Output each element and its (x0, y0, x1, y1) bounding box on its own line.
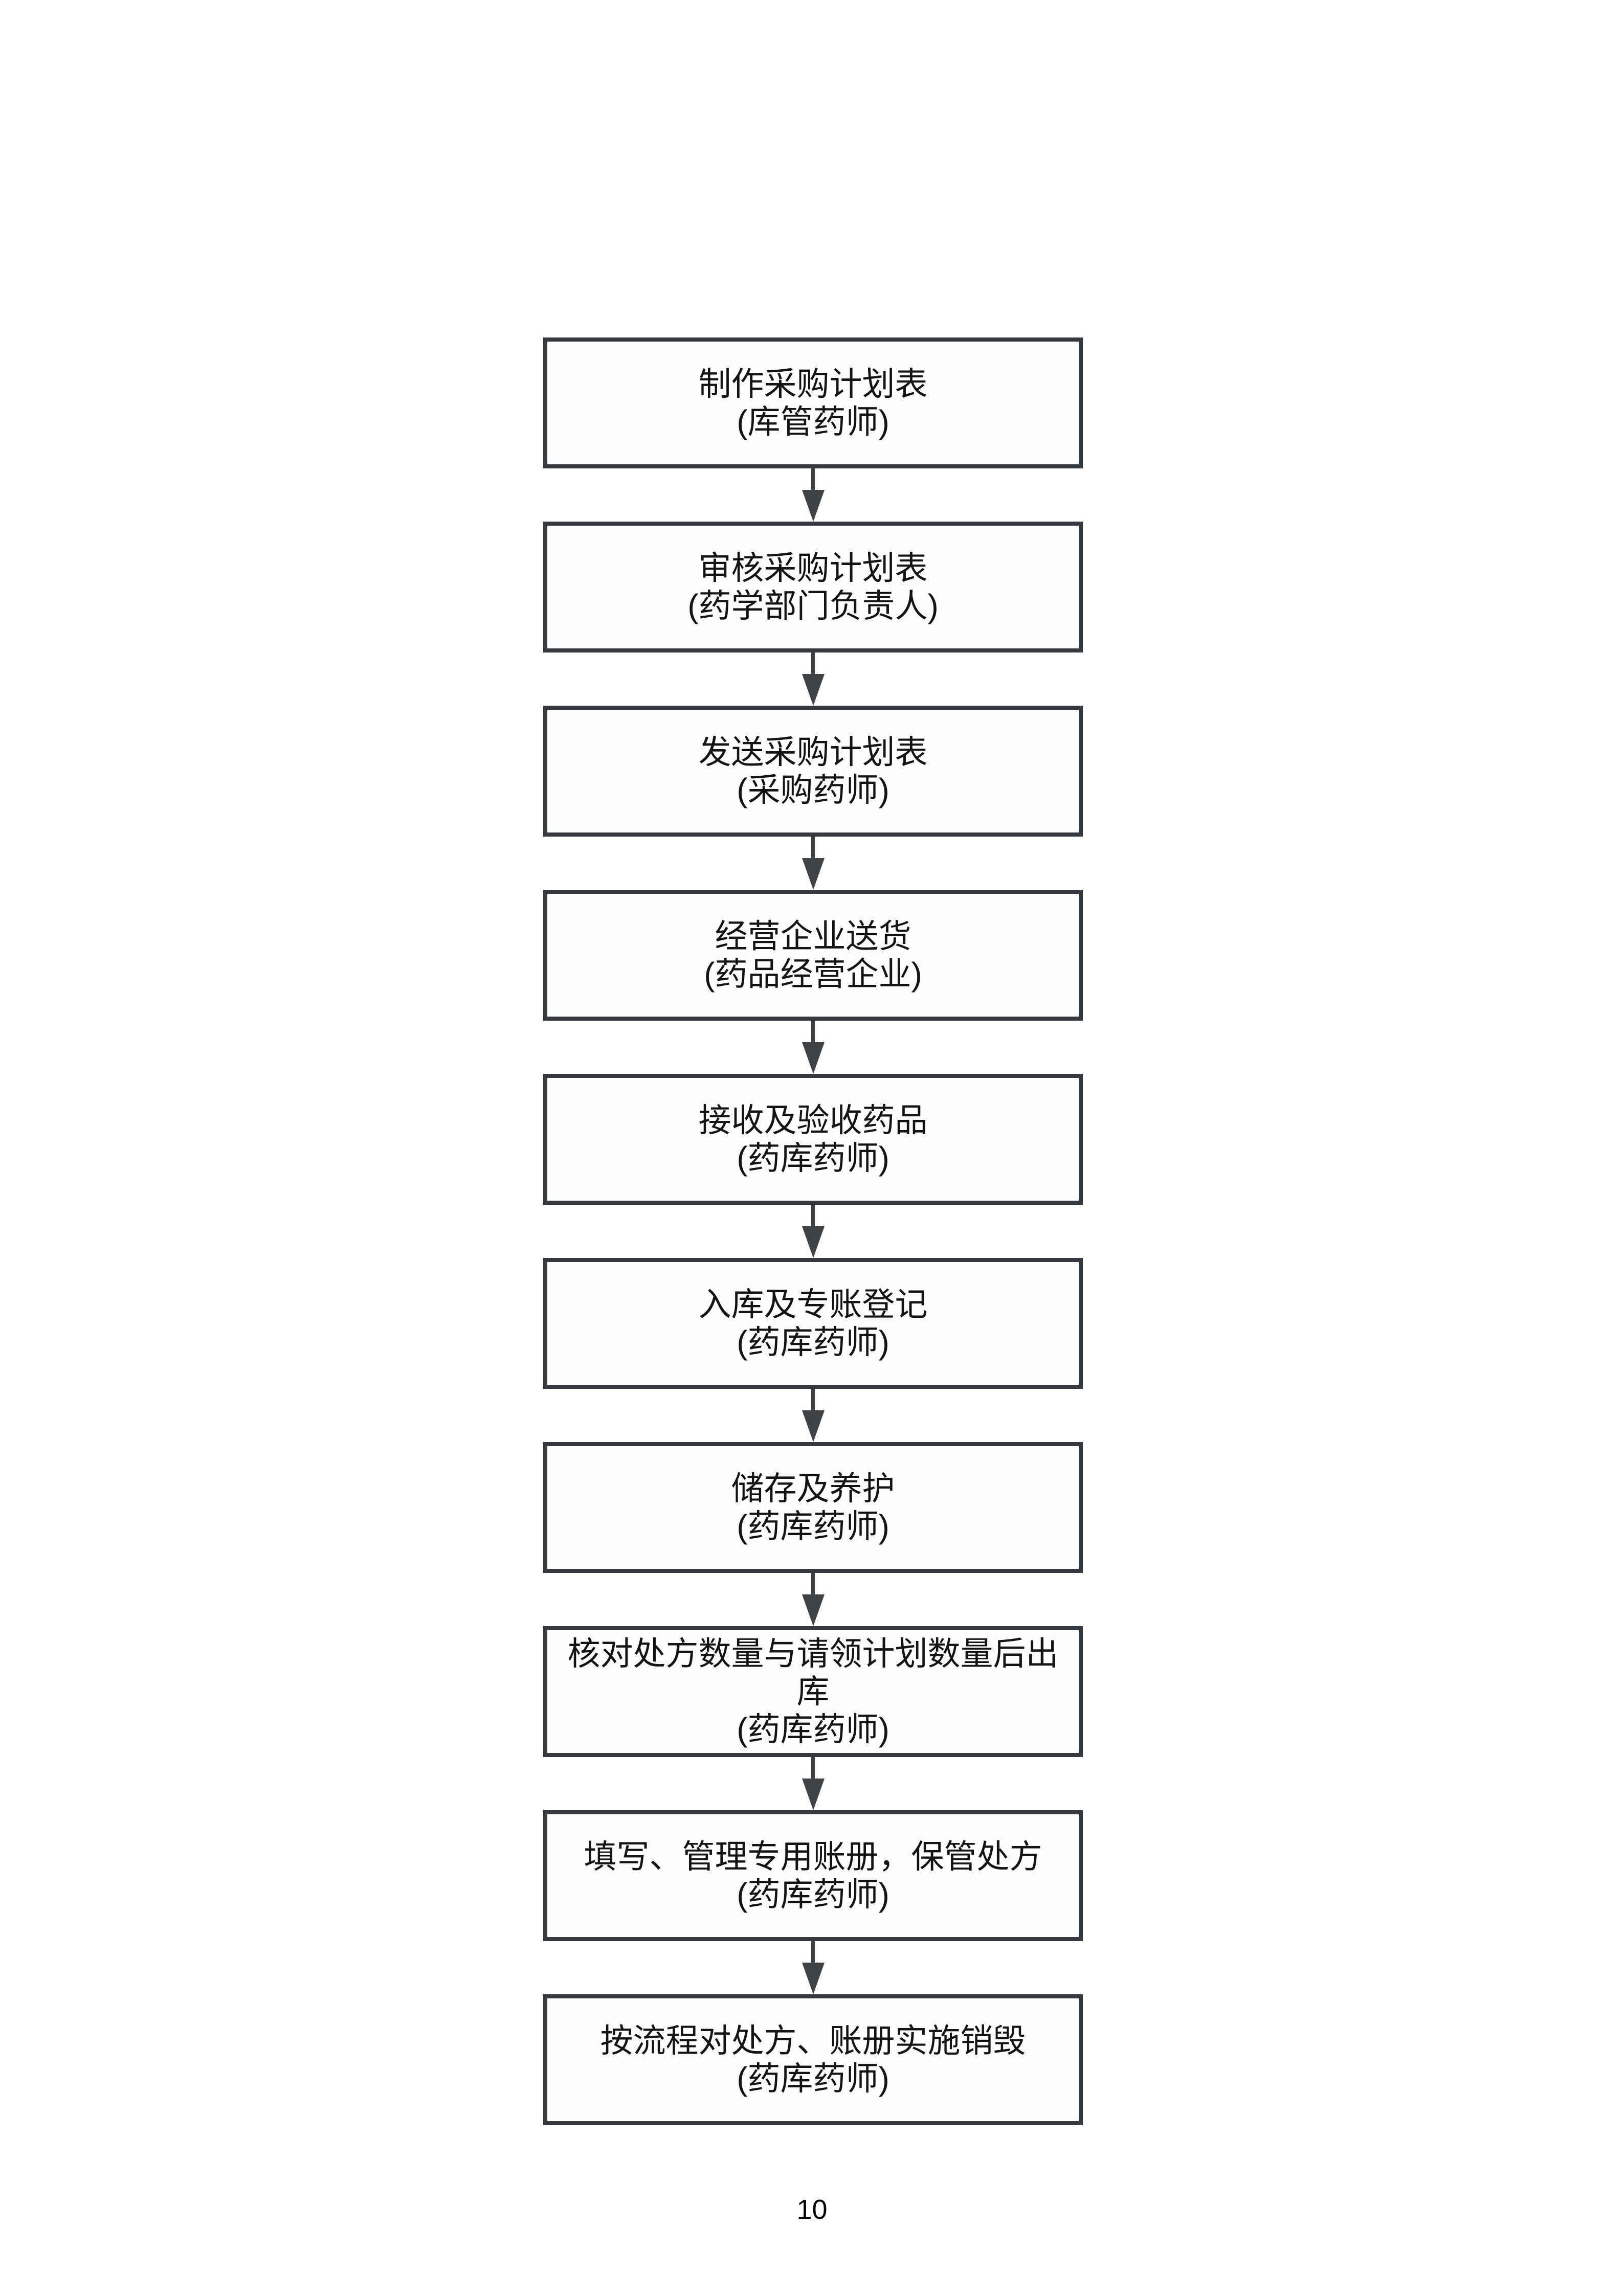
arrow-head-icon (802, 490, 825, 522)
step-action: 按流程对处方、账册实施销毁 (600, 2022, 1026, 2059)
flow-step-7: 储存及养护 (药库药师) (543, 1442, 1083, 1573)
arrow-head-icon (802, 1779, 825, 1810)
arrow-line (811, 652, 815, 675)
step-role: (采购药师) (737, 772, 889, 808)
arrow-line (811, 1941, 815, 1964)
flowchart: 制作采购计划表 (库管药师) 审核采购计划表 (药学部门负责人) 发送采购计划表… (543, 337, 1083, 2125)
arrow-line (811, 837, 815, 859)
arrow-line (811, 1757, 815, 1780)
step-role: (药库药师) (737, 1711, 889, 1748)
flow-step-9: 填写、管理专用账册，保管处方 (药库药师) (543, 1810, 1083, 1941)
arrow-head-icon (802, 858, 825, 890)
down-arrow (802, 1941, 825, 1994)
step-action: 制作采购计划表 (698, 365, 928, 402)
flow-step-6: 入库及专账登记 (药库药师) (543, 1258, 1083, 1389)
step-role: (药库药师) (737, 1324, 889, 1361)
arrow-head-icon (802, 1410, 825, 1442)
flow-step-4: 经营企业送货 (药品经营企业) (543, 890, 1083, 1021)
step-action: 核对处方数量与请领计划数量后出库 (567, 1635, 1059, 1710)
page-number: 10 (796, 2194, 828, 2225)
step-action: 审核采购计划表 (698, 549, 928, 587)
flow-step-5: 接收及验收药品 (药库药师) (543, 1074, 1083, 1205)
arrow-head-icon (802, 674, 825, 706)
step-role: (药库药师) (737, 1140, 889, 1177)
step-role: (药库药师) (737, 1876, 889, 1913)
flow-step-2: 审核采购计划表 (药学部门负责人) (543, 522, 1083, 652)
down-arrow (802, 1757, 825, 1810)
arrow-head-icon (802, 1226, 825, 1258)
flow-step-10: 按流程对处方、账册实施销毁 (药库药师) (543, 1994, 1083, 2125)
down-arrow (802, 837, 825, 890)
step-role: (库管药师) (737, 403, 889, 440)
arrow-line (811, 1389, 815, 1411)
down-arrow (802, 1573, 825, 1626)
step-action: 填写、管理专用账册，保管处方 (584, 1838, 1042, 1875)
step-action: 储存及养护 (731, 1470, 895, 1507)
arrow-line (811, 468, 815, 491)
arrow-line (811, 1021, 815, 1043)
down-arrow (802, 468, 825, 522)
arrow-line (811, 1205, 815, 1227)
step-action: 接收及验收药品 (698, 1101, 928, 1139)
step-role: (药库药师) (737, 2060, 889, 2097)
flow-step-8: 核对处方数量与请领计划数量后出库 (药库药师) (543, 1626, 1083, 1757)
arrow-line (811, 1573, 815, 1595)
step-role: (药品经营企业) (704, 956, 922, 993)
flow-step-3: 发送采购计划表 (采购药师) (543, 706, 1083, 837)
step-role: (药库药师) (737, 1508, 889, 1545)
down-arrow (802, 652, 825, 706)
step-action: 经营企业送货 (715, 917, 911, 955)
down-arrow (802, 1205, 825, 1258)
arrow-head-icon (802, 1042, 825, 1074)
step-action: 发送采购计划表 (698, 733, 928, 771)
step-action: 入库及专账登记 (698, 1286, 928, 1323)
down-arrow (802, 1389, 825, 1442)
down-arrow (802, 1021, 825, 1074)
arrow-head-icon (802, 1594, 825, 1626)
step-role: (药学部门负责人) (687, 588, 939, 624)
flow-step-1: 制作采购计划表 (库管药师) (543, 337, 1083, 468)
arrow-head-icon (802, 1963, 825, 1994)
